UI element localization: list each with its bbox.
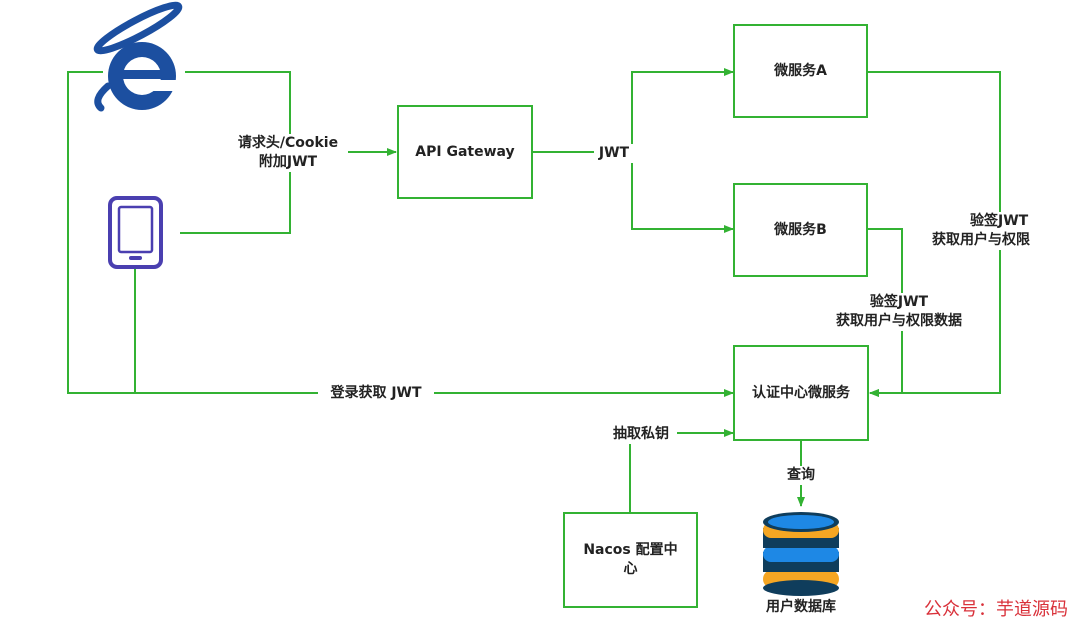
nacos-config-node[interactable]: Nacos 配置中 心	[563, 512, 698, 608]
edge-tablet-to-gateway	[180, 152, 291, 234]
verify-b-line2: 获取用户与权限数据	[836, 312, 962, 329]
tablet-icon[interactable]	[108, 196, 163, 269]
verify-right-line2: 获取用户与权限	[932, 231, 1030, 248]
request-header-label: 请求头/Cookie 附加JWT	[228, 134, 348, 172]
service-b-node[interactable]: 微服务B	[733, 183, 868, 277]
verify-right-line1: 验签JWT	[970, 213, 1029, 229]
database-icon	[763, 512, 839, 596]
internet-explorer-icon[interactable]	[93, 0, 183, 112]
api-gateway-node[interactable]: API Gateway	[397, 105, 533, 199]
edge-gateway-to-service-b	[631, 152, 734, 233]
edge-browser-to-gateway	[185, 71, 291, 152]
nacos-config-label: Nacos 配置中 心	[583, 542, 678, 577]
verify-b-label: 验签JWT 获取用户与权限数据	[814, 293, 984, 331]
request-header-line1: 请求头/Cookie	[237, 135, 339, 151]
request-header-line2: 附加JWT	[258, 153, 318, 170]
login-label: 登录获取 JWT	[318, 384, 434, 403]
watermark: 公众号：芋道源码	[924, 599, 1068, 620]
verify-b-line1: 验签JWT	[869, 294, 929, 310]
edge-nacos-to-auth	[629, 429, 734, 512]
edge-gateway-to-service-a	[631, 68, 734, 152]
jwt-label: JWT	[594, 144, 634, 163]
user-db-label: 用户数据库	[766, 599, 836, 615]
auth-service-node[interactable]: 认证中心微服务	[733, 345, 869, 441]
query-label: 查询	[778, 466, 824, 485]
verify-right-label: 验签JWT 获取用户与权限	[928, 212, 1080, 250]
extract-key-label: 抽取私钥	[605, 425, 677, 444]
service-a-node[interactable]: 微服务A	[733, 24, 868, 118]
